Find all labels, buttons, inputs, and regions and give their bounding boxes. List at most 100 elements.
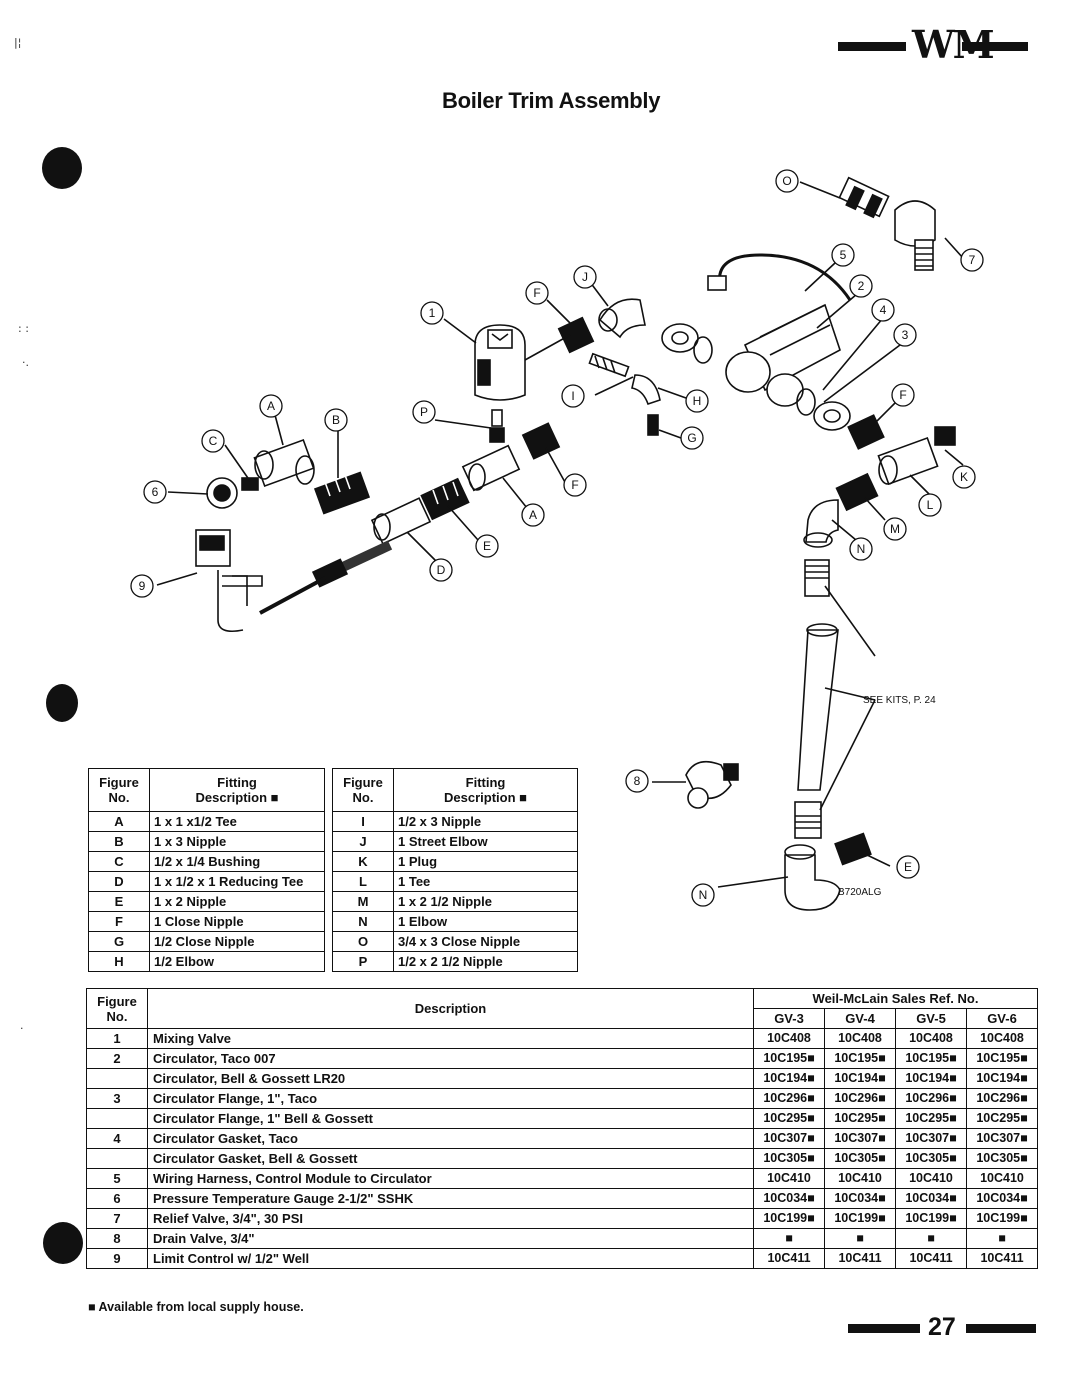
tee-l (877, 436, 939, 486)
figure-number: 4 (86, 1128, 148, 1149)
callout-e: E (483, 539, 491, 553)
sales-ref-number: 10C408 (753, 1028, 825, 1049)
close-nipple-o (838, 176, 890, 218)
sales-ref-number: 10C295■ (966, 1108, 1038, 1129)
col-gv4: GV-4 (824, 1008, 896, 1029)
sales-ref-number: 10C307■ (824, 1128, 896, 1149)
sales-ref-number: 10C305■ (824, 1148, 896, 1169)
callout-j: J (582, 270, 588, 284)
part-description: Wiring Harness, Control Module to Circul… (147, 1168, 754, 1189)
scan-mark: ·. (22, 356, 29, 369)
part-description: Circulator Gasket, Bell & Gossett (147, 1148, 754, 1169)
sales-ref-number: 10C307■ (895, 1128, 967, 1149)
sales-ref-number: ■ (753, 1228, 825, 1249)
sales-ref-number: 10C296■ (824, 1088, 896, 1109)
sales-ref-number: 10C305■ (753, 1148, 825, 1169)
sales-ref-number: 10C411 (824, 1248, 896, 1269)
callout-e: E (904, 860, 912, 874)
nipple-m (835, 472, 879, 512)
footer-rule-right (966, 1324, 1036, 1333)
nipple-lower (794, 801, 822, 839)
figure-number: 2 (86, 1048, 148, 1069)
reducing-tee (370, 497, 432, 545)
callout-9: 9 (139, 579, 146, 593)
relief-valve (894, 200, 936, 247)
sales-ref-number: 10C295■ (824, 1108, 896, 1129)
part-description: Pressure Temperature Gauge 2-1/2" SSHK (147, 1188, 754, 1209)
circulator-flange (813, 401, 851, 431)
callout-4: 4 (880, 303, 887, 317)
callout-f: F (571, 478, 578, 492)
sales-ref-number: 10C195■ (895, 1048, 967, 1069)
sales-ref-number: 10C034■ (753, 1188, 825, 1209)
sales-ref-number: 10C195■ (824, 1048, 896, 1069)
callout-labels: O 7 5 2 4 3 F K L M N J F 1 I H G P F A … (139, 174, 976, 902)
scan-mark: : : (18, 322, 29, 335)
sales-ref-number: 10C194■ (895, 1068, 967, 1089)
sales-ref-number: 10C034■ (966, 1188, 1038, 1209)
figure-number: 3 (86, 1088, 148, 1109)
col-description: Description (147, 988, 754, 1029)
tee-a-left (253, 438, 315, 488)
sales-ref-number: 10C199■ (824, 1208, 896, 1229)
callout-c: C (209, 434, 218, 448)
footnote: ■ Available from local supply house. (88, 1300, 304, 1314)
sales-ref-number: 10C411 (753, 1248, 825, 1269)
col-group-sales-ref: Weil-McLain Sales Ref. No. (753, 988, 1038, 1009)
sales-ref-number: ■ (824, 1228, 896, 1249)
callout-g: G (687, 431, 696, 445)
nipple-e (420, 477, 470, 521)
sales-ref-number: 10C195■ (753, 1048, 825, 1069)
callout-3: 3 (902, 328, 909, 342)
street-elbow (598, 298, 646, 339)
callout-l: L (927, 498, 934, 512)
callout-p: P (420, 405, 428, 419)
well-probe (259, 576, 326, 615)
elbow-n-lower (784, 854, 841, 911)
sales-ref-number: 10C305■ (966, 1148, 1038, 1169)
figure-number (86, 1068, 148, 1089)
pipe-vertical (797, 629, 839, 791)
bushing (241, 477, 259, 491)
half-inch-elbow (631, 374, 661, 406)
col-gv5: GV-5 (895, 1008, 967, 1029)
plug-k (934, 426, 956, 446)
callout-a: A (267, 399, 275, 413)
part-description: Limit Control w/ 1/2" Well (147, 1248, 754, 1269)
callout-b: B (332, 413, 340, 427)
sales-ref-number: 10C408 (824, 1028, 896, 1049)
boiler-trim-exploded-diagram: O 7 5 2 4 3 F K L M N J F 1 I H G P F A … (130, 169, 984, 911)
sales-ref-number: 10C408 (966, 1028, 1038, 1049)
callout-circles (130, 169, 984, 907)
sales-ref-number: 10C411 (966, 1248, 1038, 1269)
sales-ref-number: 10C194■ (966, 1068, 1038, 1089)
sales-ref-number: 10C295■ (753, 1108, 825, 1129)
sales-ref-number: 10C295■ (895, 1108, 967, 1129)
figure-number: 6 (86, 1188, 148, 1209)
figure-number: 8 (86, 1228, 148, 1249)
sales-ref-number: 10C199■ (966, 1208, 1038, 1229)
callout-1: 1 (429, 306, 436, 320)
